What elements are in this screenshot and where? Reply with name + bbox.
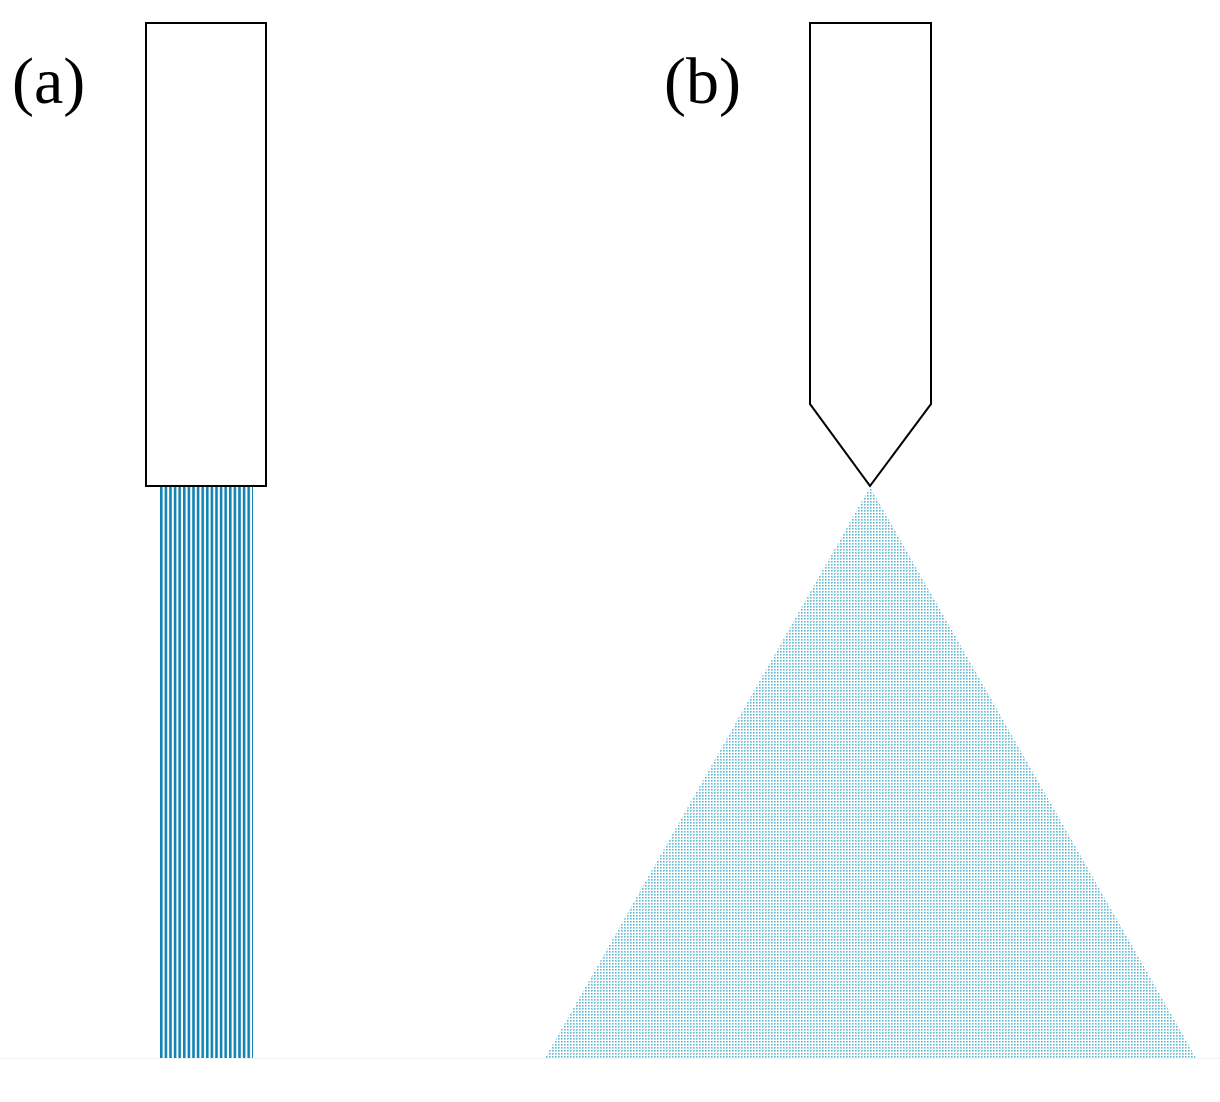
panel-a: (a) [12,22,267,1058]
panel-b-label: (b) [664,45,741,118]
panel-a-label: (a) [12,45,85,118]
spray-cone [545,487,1196,1058]
pointed-nozzle [809,22,932,488]
panel-b: (b) [545,22,1196,1058]
straight-nozzle [145,22,267,487]
solid-jet-stream [160,487,253,1058]
